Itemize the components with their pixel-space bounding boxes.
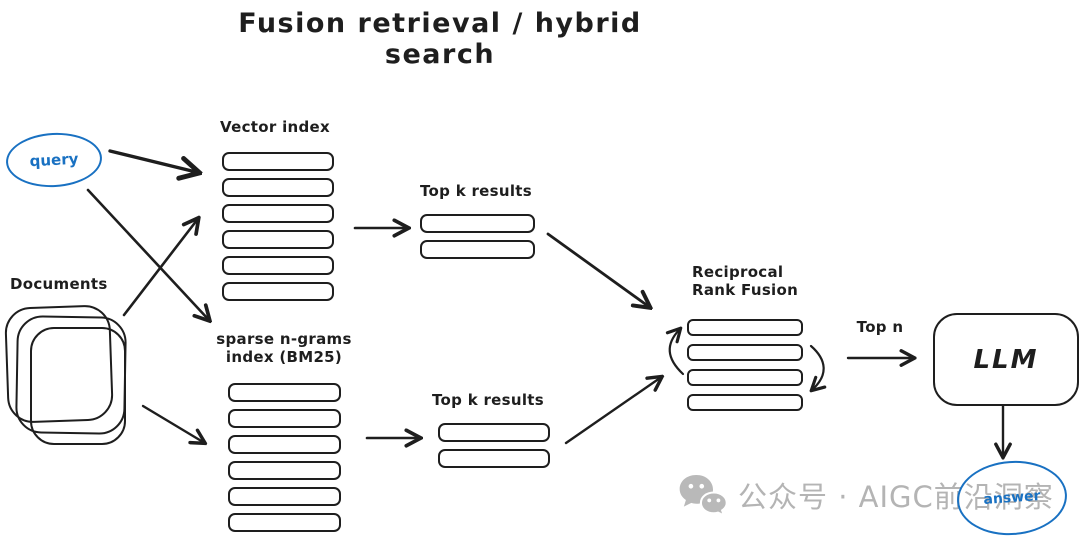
sparse-index-stack xyxy=(228,383,341,532)
topk-vector-label: Top k results xyxy=(419,182,533,200)
index-bar xyxy=(222,152,334,171)
topk-sparse-stack xyxy=(438,423,550,468)
index-bar xyxy=(228,461,341,480)
index-bar xyxy=(222,204,334,223)
index-bar xyxy=(222,282,334,301)
result-bar xyxy=(420,240,535,259)
top-n-label: Top n xyxy=(856,318,904,336)
rrf-stack xyxy=(687,319,803,411)
index-bar xyxy=(228,383,341,402)
watermark-text: 公众号 · AIGC前沿洞察 xyxy=(738,480,1054,514)
documents-label: Documents xyxy=(10,275,108,293)
result-bar xyxy=(420,214,535,233)
rrf-label: Reciprocal Rank Fusion xyxy=(692,263,822,299)
index-bar xyxy=(222,256,334,275)
rrf-cycle-arrow-left xyxy=(670,330,685,376)
llm-label: LLM xyxy=(973,344,1039,375)
query-node: query xyxy=(4,130,104,190)
index-bar xyxy=(228,435,341,454)
sparse-index-label: sparse n-grams index (BM25) xyxy=(214,330,354,366)
topk-vector-stack xyxy=(420,214,535,259)
rrf-cycle-arrow-right xyxy=(811,344,824,389)
sparse-index-label-line1: sparse n-grams xyxy=(216,330,352,348)
fusion-bar xyxy=(687,319,803,336)
arrow-topk-sparse-to-rrf xyxy=(564,378,660,445)
arrow-query-to-vector-index xyxy=(108,149,196,172)
answer-node: answer xyxy=(954,457,1070,539)
arrow-documents-to-sparse-index xyxy=(141,404,203,442)
wechat-icon xyxy=(679,475,728,518)
fusion-bar xyxy=(687,394,803,411)
vector-index-stack xyxy=(222,152,334,301)
index-bar xyxy=(228,513,341,532)
index-bar xyxy=(222,178,334,197)
result-bar xyxy=(438,423,550,442)
index-bar xyxy=(222,230,334,249)
fusion-bar xyxy=(687,344,803,361)
rrf-label-line2: Rank Fusion xyxy=(692,280,799,299)
diagram-title: Fusion retrieval / hybrid search xyxy=(238,8,642,70)
arrow-documents-to-vector-index xyxy=(122,220,197,317)
index-bar xyxy=(228,487,341,506)
topk-sparse-label: Top k results xyxy=(431,391,545,409)
watermark: 公众号 · AIGC前沿洞察 xyxy=(678,472,1054,518)
fusion-bar xyxy=(687,369,803,386)
result-bar xyxy=(438,449,550,468)
document-sheet xyxy=(30,327,126,445)
arrow-query-to-sparse-index xyxy=(86,188,208,319)
index-bar xyxy=(228,409,341,428)
vector-index-label: Vector index xyxy=(220,118,330,136)
arrow-topk-vector-to-rrf xyxy=(546,232,648,306)
query-label: query xyxy=(29,149,79,171)
answer-label: answer xyxy=(982,488,1042,508)
sparse-index-label-line2: index (BM25) xyxy=(225,347,343,366)
llm-node: LLM xyxy=(933,313,1079,406)
rrf-label-line1: Reciprocal xyxy=(692,263,784,281)
